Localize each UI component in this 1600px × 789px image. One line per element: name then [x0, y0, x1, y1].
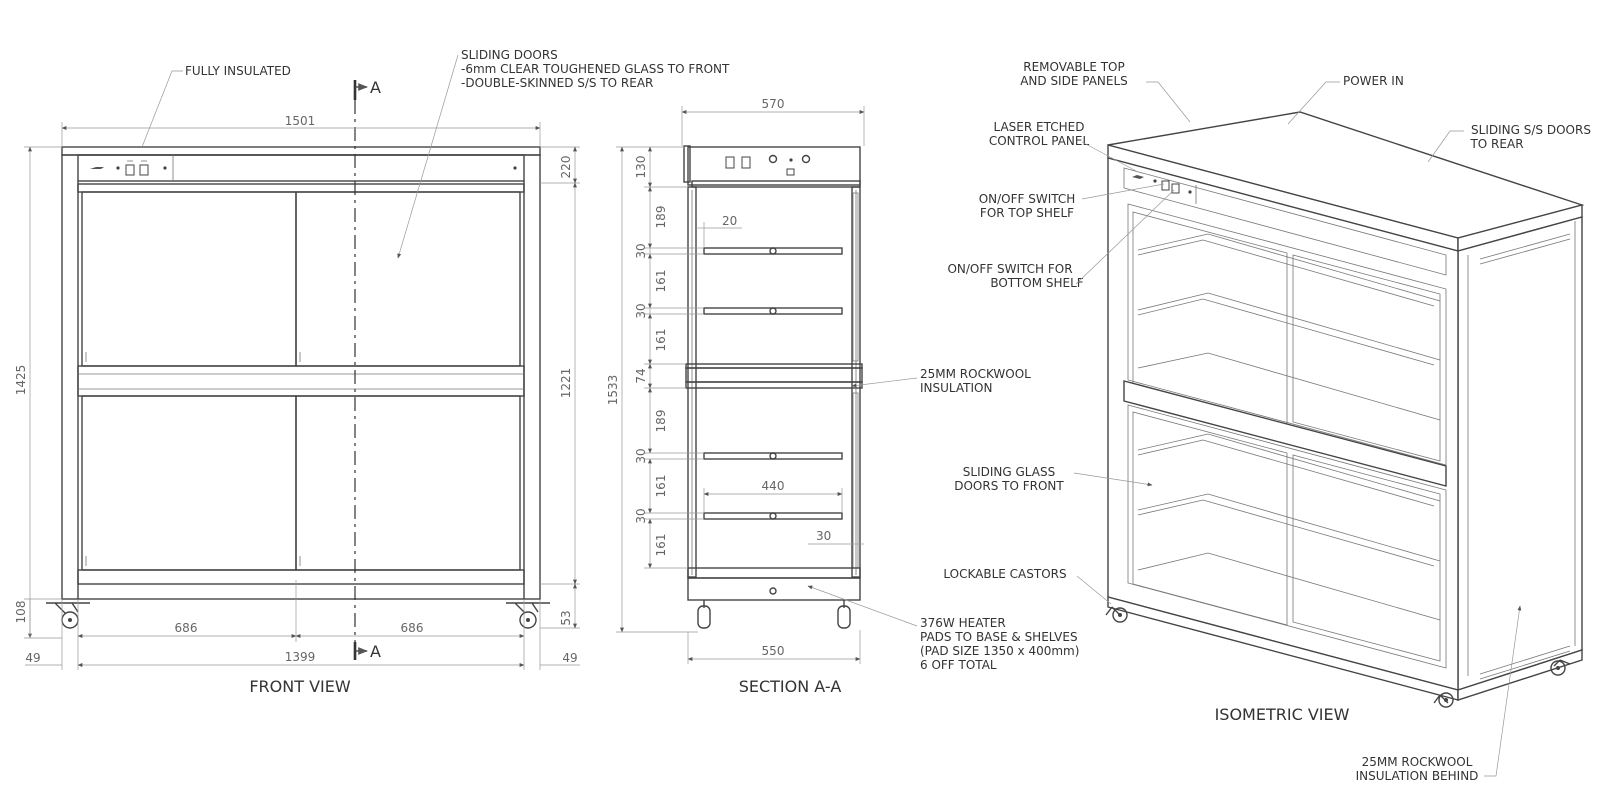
section-marker-bottom: A: [370, 642, 381, 661]
section-shelf: [703, 307, 843, 315]
dim-overall-width: 1501: [285, 114, 316, 128]
iso-lower-left-door: [1132, 411, 1288, 626]
note-removable-side: AND SIDE PANELS: [1020, 74, 1128, 88]
dim-inset: 20: [722, 214, 737, 228]
front-lower-left-door: [81, 395, 297, 571]
dim-edge: 30: [816, 529, 831, 543]
front-bottom-rail: [77, 569, 525, 585]
iso-lower-right-door: [1292, 454, 1441, 662]
note-laser-etched: LASER ETCHED: [994, 120, 1085, 134]
note-pad-size: (PAD SIZE 1350 x 400mm): [920, 644, 1079, 658]
note-fully-insulated: FULLY INSULATED: [185, 64, 291, 78]
section-shelves: [703, 247, 843, 520]
note-sliding-doors: SLIDING DOORS: [461, 48, 558, 62]
note-sliding-glass: SLIDING GLASS: [963, 465, 1055, 479]
note-lockable-castors: LOCKABLE CASTORS: [943, 567, 1066, 581]
front-lower-right-door: [295, 395, 521, 571]
section-base: [687, 577, 861, 601]
section-view-title: SECTION A-A: [739, 677, 842, 696]
bottom-shelf-switch-icon: [139, 164, 149, 176]
dim-gap-6: 161: [654, 534, 668, 557]
dim-overall-height: 1533: [606, 375, 620, 406]
dim-gap-2: 161: [654, 270, 668, 293]
note-doors-to-front: DOORS TO FRONT: [954, 479, 1064, 493]
dim-top-panel: 220: [559, 156, 573, 179]
front-top-lid: [61, 146, 541, 156]
isometric-view: REMOVABLE TOP AND SIDE PANELS POWER IN S…: [943, 60, 1591, 783]
note-top-switch: ON/OFF SWITCH: [979, 192, 1076, 206]
front-control-panel: [77, 154, 525, 182]
note-bottom-switch: ON/OFF SWITCH FOR: [947, 262, 1072, 276]
dim-depth-top: 570: [762, 97, 785, 111]
iso-castors: [1105, 606, 1571, 708]
note-rockwool: 25MM ROCKWOOL: [920, 367, 1031, 381]
brand-logo-icon: [90, 167, 104, 169]
dim-left-margin: 49: [25, 651, 40, 665]
section-marker-top: A: [370, 78, 381, 97]
section-control-panel: [687, 146, 861, 186]
note-ss-rear: -DOUBLE-SKINNED S/S TO REAR: [461, 76, 653, 90]
front-cabinet-outline: [61, 154, 541, 600]
note-removable-top: REMOVABLE TOP: [1023, 60, 1124, 74]
dim-right-half: 686: [401, 621, 424, 635]
dim-right-margin: 49: [562, 651, 577, 665]
dim-base: 108: [14, 601, 28, 624]
dim-gap-3: 161: [654, 329, 668, 352]
front-top-rail: [77, 183, 525, 193]
note-insulation-behind: INSULATION BEHIND: [1356, 769, 1479, 783]
top-shelf-switch-icon: [125, 164, 135, 176]
dim-shelf-3: 30: [634, 448, 648, 463]
iso-lower-compartment: [1127, 404, 1447, 669]
note-six-off: 6 OFF TOTAL: [920, 658, 997, 672]
dim-shelf-gap-1: 189: [654, 206, 668, 229]
dim-height: 1425: [14, 365, 28, 396]
dim-castor: 53: [559, 610, 573, 625]
front-upper-left-door: [81, 191, 297, 367]
dim-section-top-panel: 130: [634, 156, 648, 179]
section-shelf: [703, 452, 843, 460]
note-top-switch-for: FOR TOP SHELF: [980, 206, 1074, 220]
section-shelf: [703, 512, 843, 520]
note-rockwool-behind: 25MM ROCKWOOL: [1362, 755, 1473, 769]
iso-upper-right-door: [1292, 254, 1441, 462]
section-insulation-layer: [685, 367, 863, 383]
dim-insulation: 74: [634, 368, 648, 383]
dim-shelf-gap-4: 189: [654, 410, 668, 433]
dim-left-half: 686: [175, 621, 198, 635]
iso-side-panel: [1457, 216, 1583, 691]
front-upper-right-door: [295, 191, 521, 367]
note-control-panel: CONTROL PANEL: [989, 134, 1090, 148]
note-rockwool-insulation: INSULATION: [920, 381, 992, 395]
dim-inner-width: 1399: [285, 650, 316, 664]
dim-shelf-2: 30: [634, 303, 648, 318]
dim-shelf-width: 440: [762, 479, 785, 493]
front-view-title: FRONT VIEW: [249, 677, 351, 696]
dim-inner-height: 1221: [559, 368, 573, 399]
note-sliding-ss-rear: TO REAR: [1469, 137, 1523, 151]
note-heater-pads: PADS TO BASE & SHELVES: [920, 630, 1078, 644]
front-middle-rail: [77, 365, 525, 397]
front-left-castor: [46, 602, 90, 629]
iso-bottom-switch-icon: [1171, 183, 1180, 194]
note-sliding-ss-doors: SLIDING S/S DOORS: [1471, 123, 1591, 137]
iso-top-switch-icon: [1161, 180, 1170, 191]
section-shelf: [703, 247, 843, 255]
iso-upper-compartment: [1127, 203, 1447, 466]
dim-shelf-4: 30: [634, 508, 648, 523]
dim-depth-bottom: 550: [762, 644, 785, 658]
iso-view-title: ISOMETRIC VIEW: [1215, 705, 1350, 724]
dim-gap-5: 161: [654, 475, 668, 498]
note-power-in: POWER IN: [1343, 74, 1404, 88]
section-view: 570 1533 130 189 30 161 30 161 74 189 30…: [606, 97, 1079, 696]
section-castors: [697, 600, 851, 629]
front-right-castor: [506, 602, 550, 629]
note-glass-front: -6mm CLEAR TOUGHENED GLASS TO FRONT: [461, 62, 730, 76]
iso-control-panel: [1123, 167, 1447, 276]
note-bottom-shelf: BOTTOM SHELF: [990, 276, 1083, 290]
dim-shelf-1: 30: [634, 243, 648, 258]
note-heater: 376W HEATER: [920, 616, 1006, 630]
front-view: A A 1501 1425 108 220 1221 53 686 686: [14, 48, 730, 696]
indicator-icon: [116, 166, 120, 170]
